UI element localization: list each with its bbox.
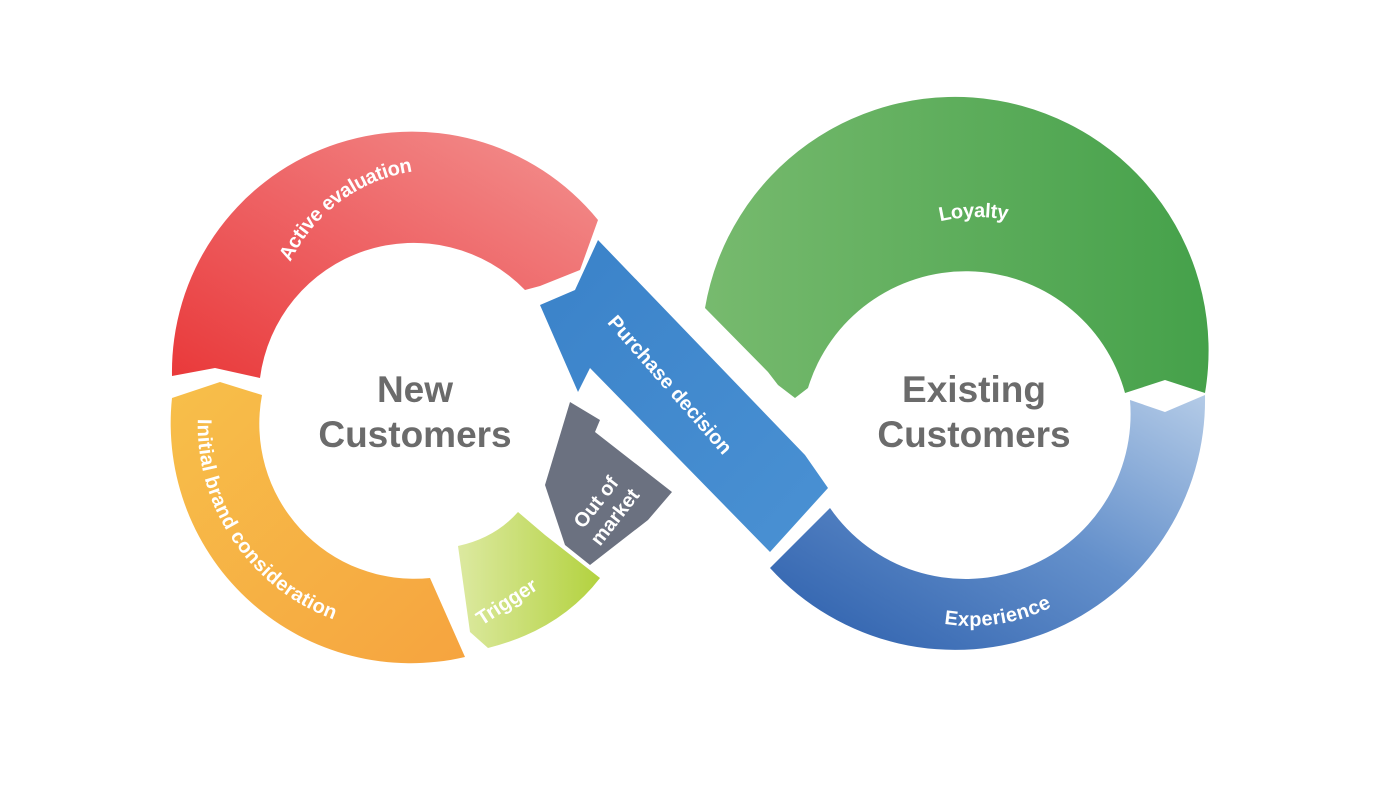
out-of-market-segment <box>545 402 672 565</box>
initial-brand-consideration-segment <box>170 382 466 664</box>
trigger-segment <box>458 512 600 648</box>
new-customers-title-line2: Customers <box>318 414 511 455</box>
loyalty-segment <box>705 96 1209 399</box>
active-evaluation-segment <box>171 131 598 378</box>
purchase-decision-segment <box>540 240 828 552</box>
existing-customers-title-line2: Customers <box>877 414 1070 455</box>
new-customers-title-line1: New <box>377 369 453 410</box>
experience-segment <box>770 395 1206 650</box>
existing-customers-title-line1: Existing <box>902 369 1046 410</box>
